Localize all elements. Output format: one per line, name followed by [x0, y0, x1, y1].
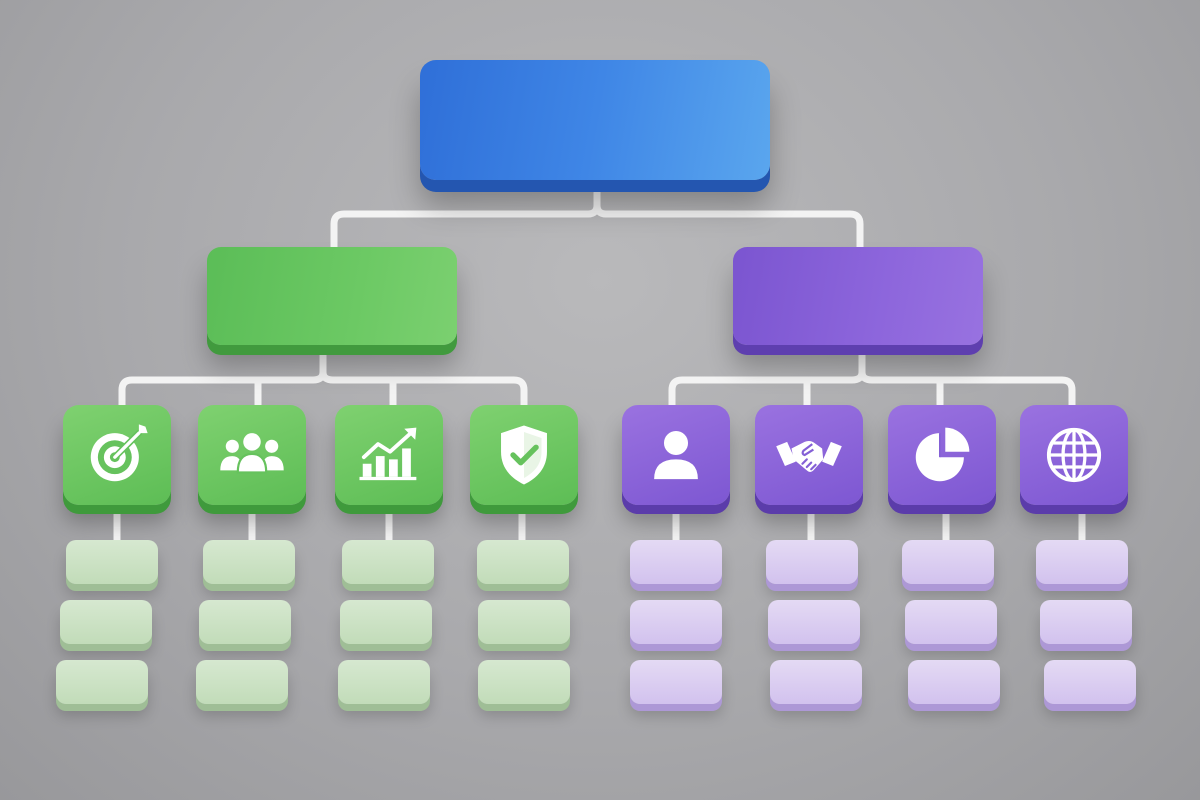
leaf-node[interactable] — [199, 600, 291, 644]
leaf-node[interactable] — [630, 540, 722, 584]
leaf-node[interactable] — [902, 540, 994, 584]
connector-purple-left — [668, 341, 866, 414]
shield-check-icon — [489, 420, 559, 490]
leaf-node[interactable] — [338, 660, 430, 704]
leaf-node[interactable] — [196, 660, 288, 704]
category-node-user[interactable] — [622, 405, 730, 505]
category-node-pie[interactable] — [888, 405, 996, 505]
leaf-node[interactable] — [630, 600, 722, 644]
user-icon — [641, 420, 711, 490]
leaf-node[interactable] — [1036, 540, 1128, 584]
leaf-node[interactable] — [203, 540, 295, 584]
target-icon — [82, 420, 152, 490]
category-node-handshake[interactable] — [755, 405, 863, 505]
leaf-node[interactable] — [766, 540, 858, 584]
root-node[interactable] — [420, 60, 770, 180]
connector-green-left — [118, 341, 327, 414]
category-node-target[interactable] — [63, 405, 171, 505]
connector-purple-right — [858, 368, 1076, 414]
leaf-node[interactable] — [60, 600, 152, 644]
handshake-icon — [774, 420, 844, 490]
leaf-node[interactable] — [56, 660, 148, 704]
connector-root-trunk — [330, 176, 601, 254]
leaf-node[interactable] — [908, 660, 1000, 704]
leaf-node[interactable] — [342, 540, 434, 584]
leaf-node[interactable] — [768, 600, 860, 644]
globe-icon — [1039, 420, 1109, 490]
branch-node-green[interactable] — [207, 247, 457, 345]
branch-node-purple[interactable] — [733, 247, 983, 345]
leaf-node[interactable] — [905, 600, 997, 644]
growth-chart-icon — [354, 420, 424, 490]
leaf-node[interactable] — [477, 540, 569, 584]
category-node-growth[interactable] — [335, 405, 443, 505]
leaf-node[interactable] — [1044, 660, 1136, 704]
leaf-node[interactable] — [66, 540, 158, 584]
pie-chart-icon — [907, 420, 977, 490]
leaf-node[interactable] — [478, 600, 570, 644]
category-node-team[interactable] — [198, 405, 306, 505]
team-icon — [217, 420, 287, 490]
connector-root-right — [593, 201, 864, 254]
connector-green-right — [319, 368, 528, 414]
leaf-node[interactable] — [630, 660, 722, 704]
leaf-node[interactable] — [1040, 600, 1132, 644]
leaf-node[interactable] — [340, 600, 432, 644]
category-node-globe[interactable] — [1020, 405, 1128, 505]
category-node-shield[interactable] — [470, 405, 578, 505]
leaf-node[interactable] — [770, 660, 862, 704]
leaf-node[interactable] — [478, 660, 570, 704]
